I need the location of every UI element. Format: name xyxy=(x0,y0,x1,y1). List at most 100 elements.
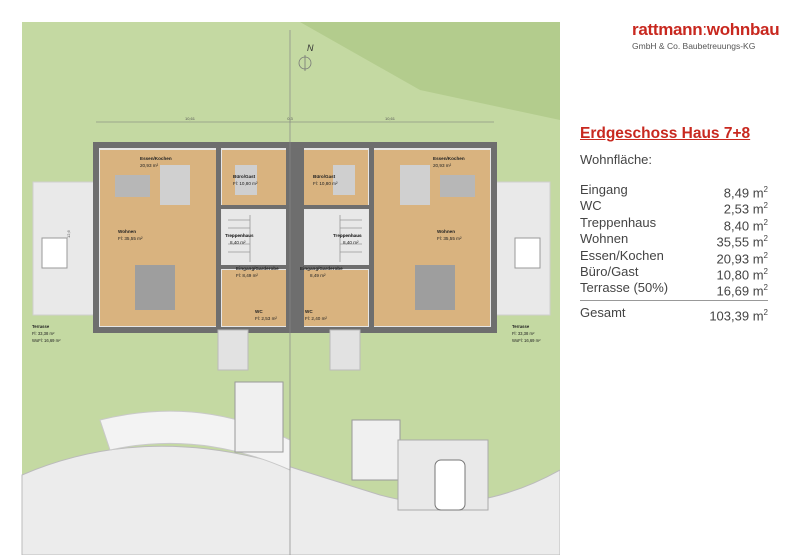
area-number: 8,49 xyxy=(723,185,750,201)
area-number: 35,55 xyxy=(716,234,750,250)
area-unit: m xyxy=(752,250,764,266)
room-buero-right-area: Fl: 10,80 m² xyxy=(313,181,338,186)
room-essen-right-area: 20,93 m² xyxy=(433,163,452,168)
area-value: 10,80 m2 xyxy=(717,264,768,282)
terrace-right-fl: Fl: 33,38 m² xyxy=(512,331,535,336)
terrace-left-name: Terrasse xyxy=(32,324,50,329)
area-number: 8,40 xyxy=(723,218,750,234)
area-row: Treppenhaus 8,40 m2 xyxy=(580,214,768,234)
path-left xyxy=(217,329,249,371)
carport-left xyxy=(234,381,284,453)
area-label: Büro/Gast xyxy=(580,263,639,279)
floor-treppe-left xyxy=(222,210,288,265)
bed-left xyxy=(235,165,257,195)
terrace-table-left xyxy=(41,237,68,269)
total-label: Gesamt xyxy=(580,305,626,320)
area-row: Terrasse (50%) 16,69 m2 xyxy=(580,280,768,299)
area-unit: m xyxy=(752,218,764,234)
area-unit-exp: 2 xyxy=(763,250,768,260)
stairs-right xyxy=(339,215,362,262)
area-row: Büro/Gast 10,80 m2 xyxy=(580,263,768,282)
area-label: Wohnen xyxy=(580,231,629,247)
room-wohnen-left-name: Wohnen xyxy=(118,229,136,234)
area-row: Essen/Kochen 20,93 m2 xyxy=(580,247,768,266)
area-value: 35,55 m2 xyxy=(716,231,768,250)
room-buero-right-name: Büro/Gast xyxy=(313,174,336,179)
floor-eingang-right xyxy=(302,270,368,326)
dim-right: 10,61 xyxy=(385,116,396,121)
floor-eingang-left xyxy=(222,270,288,326)
area-subtitle: Wohnfläche: xyxy=(580,152,653,167)
area-unit-exp: 2 xyxy=(763,266,768,276)
area-label: Terrasse (50%) xyxy=(580,280,669,296)
floor-treppe-right xyxy=(302,210,368,265)
area-row: Wohnen 35,55 m2 xyxy=(580,231,768,250)
terrace-left-wofl: WoFl: 16,69 m² xyxy=(32,338,61,343)
dim-side: 12,6 xyxy=(66,229,71,238)
area-number: 20,93 xyxy=(716,250,750,266)
street xyxy=(21,445,560,555)
wall-r3 xyxy=(304,265,369,269)
area-label: Eingang xyxy=(580,182,628,197)
room-wohnen-right-name: Wohnen xyxy=(437,229,455,234)
room-essen-left-area: 20,93 m² xyxy=(140,163,159,168)
room-treppe-right-area: 8,40 m² xyxy=(343,240,359,245)
terrace-right-name: Terrasse xyxy=(512,324,530,329)
room-wc-right-area: Fl: 2,40 m² xyxy=(305,316,327,321)
area-value: 8,49 m2 xyxy=(723,182,768,201)
room-eingang-right-area: 8,49 m² xyxy=(310,273,326,278)
room-essen-left-name: Essen/Kochen xyxy=(140,156,172,161)
dim-left: 10,61 xyxy=(185,116,196,121)
path-right xyxy=(329,329,361,371)
room-treppe-right-name: Treppenhaus xyxy=(333,233,362,238)
area-label: Essen/Kochen xyxy=(580,247,664,263)
room-wohnen-right-area: Fl: 35,55 m² xyxy=(437,236,462,241)
area-row: WC 2,53 m2 xyxy=(580,198,768,216)
area-row: Eingang 8,49 m2 xyxy=(580,182,768,201)
area-value: 16,69 m2 xyxy=(716,280,768,299)
page-title: Erdgeschoss Haus 7+8 xyxy=(580,125,751,142)
kitchen-left xyxy=(160,165,190,205)
stairs-left xyxy=(228,215,251,262)
brand-name-bold: rattmann xyxy=(632,20,703,39)
room-wohnen-left-area: Fl: 35,55 m² xyxy=(118,236,143,241)
area-label: WC xyxy=(580,198,602,214)
total-unit: m xyxy=(752,308,764,324)
total-unit-exp: 2 xyxy=(763,308,768,317)
room-eingang-right-name: Eingang/Garderobe xyxy=(300,266,343,271)
wall-l1 xyxy=(216,148,221,328)
floor-plan-drawing: 10,61 10,61 0,3 12,6 N Essen/Kochen 20,9… xyxy=(21,22,560,555)
area-unit-exp: 2 xyxy=(763,201,768,211)
lawn-dark xyxy=(300,22,560,120)
area-unit-exp: 2 xyxy=(763,283,768,293)
room-eingang-left-area: Fl: 8,49 m² xyxy=(236,273,258,278)
room-buero-left-area: Fl: 10,80 m² xyxy=(233,181,258,186)
area-value: 2,53 m2 xyxy=(724,198,768,216)
dining-table-right xyxy=(440,175,475,197)
area-unit: m xyxy=(752,234,764,250)
wall-l3 xyxy=(221,265,286,269)
area-value: 8,40 m2 xyxy=(723,215,768,234)
brand-subtitle: GmbH & Co. Baubetreuungs-KG xyxy=(632,41,756,51)
party-wall xyxy=(286,145,304,330)
area-number: 16,69 xyxy=(716,283,750,299)
compass-label: N xyxy=(307,43,314,53)
dining-table-left xyxy=(115,175,150,197)
room-essen-right-name: Essen/Kochen xyxy=(433,156,465,161)
wall-r2 xyxy=(304,205,369,209)
area-unit-exp: 2 xyxy=(763,234,768,244)
area-label: Treppenhaus xyxy=(580,214,657,230)
sofa-right xyxy=(415,265,455,310)
room-treppe-left-area: 8,40 m² xyxy=(230,240,246,245)
area-unit-exp: 2 xyxy=(763,185,768,194)
kitchen-right xyxy=(400,165,430,205)
room-buero-left-name: Büro/Gast xyxy=(233,174,256,179)
area-unit: m xyxy=(752,185,764,201)
terrace-left-fl: Fl: 33,38 m² xyxy=(32,331,55,336)
carport-right xyxy=(351,419,401,481)
brand-logo: rattmann:wohnbau GmbH & Co. Baubetreuung… xyxy=(632,20,780,51)
brand-name-sep: : xyxy=(702,20,707,39)
area-unit-exp: 2 xyxy=(763,217,768,227)
